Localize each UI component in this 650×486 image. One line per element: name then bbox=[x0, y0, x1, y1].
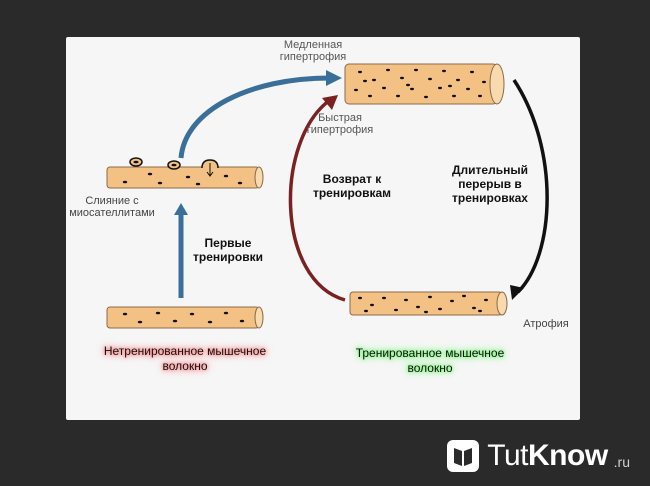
first-training-line-1: Первые bbox=[204, 236, 252, 250]
untrained-caption: Нетренированное мышечное волокно bbox=[72, 344, 298, 374]
fusion-label: Слияние с миосателлитами bbox=[62, 195, 162, 219]
atrophy-label: Атрофия bbox=[523, 318, 569, 330]
untrained-line-2: волокно bbox=[162, 359, 208, 373]
first-training-label: Первые тренировки bbox=[188, 236, 268, 264]
first-training-line-2: тренировки bbox=[193, 250, 263, 264]
fusion-line-2: миосателлитами bbox=[69, 207, 155, 219]
untrained-fiber bbox=[106, 306, 264, 329]
trained-caption: Тренированное мышечное волокно bbox=[322, 346, 538, 376]
fast-hypertrophy-label: Быстрая гипертрофия bbox=[300, 112, 380, 136]
return-training-line-1: Возврат к bbox=[322, 172, 382, 186]
slow-hypertrophy-line-2: гипертрофия bbox=[279, 51, 347, 63]
fusion-fiber bbox=[106, 157, 264, 189]
return-training-label: Возврат к тренировкам bbox=[302, 172, 402, 200]
trained-line-1: Тренированное мышечное bbox=[355, 346, 505, 360]
trained-fiber bbox=[349, 291, 508, 316]
logo-tld: .ru bbox=[613, 454, 630, 470]
tutknow-logo: TutKnow .ru bbox=[445, 436, 630, 476]
logo-brand-light: Tut bbox=[487, 439, 528, 472]
slow-hypertrophy-arrow bbox=[178, 70, 342, 159]
return-training-arrow bbox=[288, 95, 346, 302]
logo-book-icon bbox=[447, 440, 480, 472]
long-break-line-3: тренировках bbox=[452, 191, 528, 205]
first-training-arrow bbox=[174, 203, 188, 298]
long-break-label: Длительный перерыв в тренировках bbox=[438, 163, 542, 205]
untrained-line-1: Нетренированное мышечное bbox=[103, 344, 267, 358]
logo-brand-bold: Know bbox=[528, 439, 608, 472]
long-break-arrow bbox=[510, 79, 549, 300]
logo-wordmark: TutKnow bbox=[487, 439, 608, 473]
fast-hypertrophy-line-2: гипертрофия bbox=[306, 124, 374, 136]
long-break-line-2: перерыв в bbox=[458, 177, 522, 191]
slow-hypertrophy-label: Медленная гипертрофия bbox=[268, 39, 358, 63]
fast-hypertrophy-line-1: Быстрая bbox=[318, 112, 362, 124]
long-break-line-1: Длительный bbox=[452, 163, 528, 177]
hypertrophied-fiber bbox=[344, 63, 505, 105]
trained-line-2: волокно bbox=[407, 361, 453, 375]
fusion-line-1: Слияние с bbox=[85, 195, 139, 207]
return-training-line-2: тренировкам bbox=[312, 186, 392, 200]
slow-hypertrophy-line-1: Медленная bbox=[283, 39, 343, 51]
